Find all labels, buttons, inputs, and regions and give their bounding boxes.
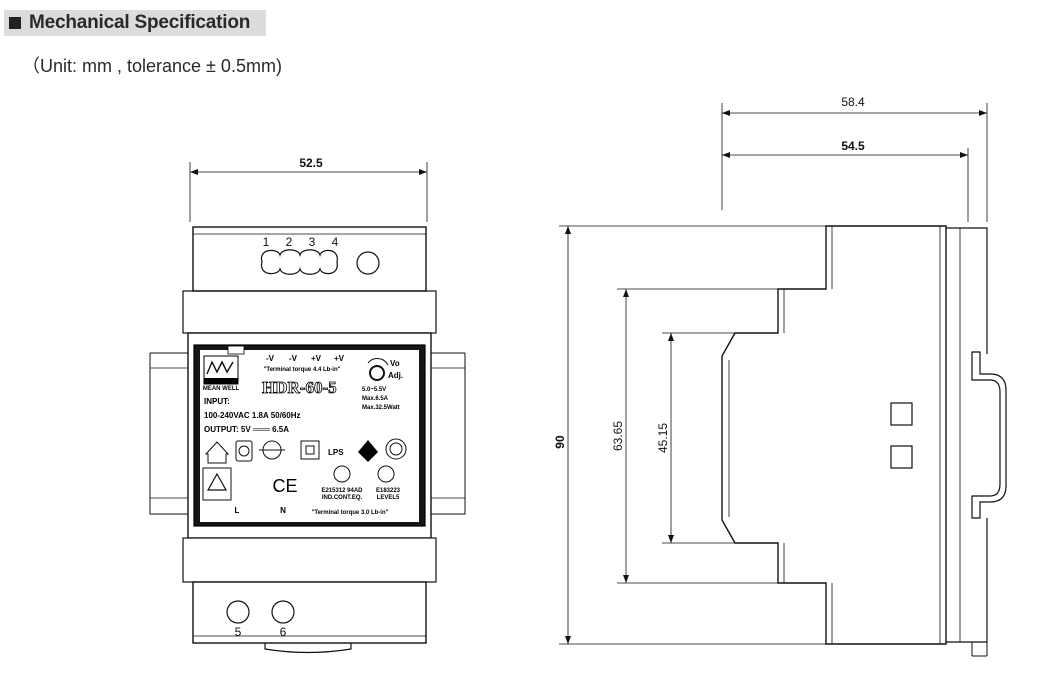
product-label [193,344,426,527]
label-ul-cont: IND.CONT.EQ. [322,495,363,501]
arrow-icon [190,169,198,175]
unit-note: （Unit: mm , tolerance ± 0.5mm) [22,56,282,76]
arrow-icon [668,535,674,543]
terminal-label-5: 5 [235,625,242,639]
fuse-icon [235,440,253,462]
label-lps: LPS [328,448,344,457]
arrow-icon [565,226,571,234]
din-clip [264,643,352,654]
label-torque-top: "Terminal torque 4.4 Lb-in" [264,367,341,373]
arrow-icon [668,333,674,341]
label-term-4: +V [334,354,345,363]
arrow-icon [979,110,987,116]
arrow-icon [722,152,730,158]
label-torque-bottom: "Terminal torque 3.0 Lb-in" [312,510,389,516]
side-view [559,103,1007,657]
label-ul-file: E215312 94AD [321,488,363,494]
indoor-use-icon [204,441,230,464]
cert-box-icon [202,467,232,501]
height-label: 90 [553,435,567,449]
label-ul-level: LEVEL5 [377,495,400,501]
label-adj: Adj. [388,371,403,380]
label-term-3: +V [311,354,322,363]
side-profile [721,225,947,645]
arrow-icon [623,289,629,297]
arrow-icon [565,636,571,644]
terminal-6 [271,600,295,624]
label-input-spec: 100-240VAC 1.8A 50/60Hz [204,411,301,420]
header-bullet-icon [9,17,21,29]
label-n: N [280,506,286,515]
ce-mark: CE [272,476,297,496]
arrow-icon [960,152,968,158]
side-vent [890,445,913,469]
ul-recognized-icon [377,465,395,483]
rcm-mark-icon [358,440,378,462]
front-width-label: 52.5 [299,156,323,170]
height-mid-label: 63.65 [611,421,625,451]
label-output-spec: OUTPUT: 5V ═══ 6.5A [204,425,289,434]
front-bottom-housing [192,581,427,644]
top-terminal-block [260,249,338,275]
label-term-1: -V [266,354,275,363]
height-inner-label: 45.15 [656,423,670,453]
depth-body-label: 54.5 [841,139,865,153]
label-term-2: -V [289,354,298,363]
terminal-label-1: 1 [263,235,270,249]
label-ul-file2: E183223 [376,488,401,494]
ul-mark-icon [333,465,351,483]
arrow-icon [623,575,629,583]
side-vent [890,402,913,426]
label-spec-max-a: Max.6.5A [362,396,389,402]
vo-adjust-knob [369,365,385,381]
terminal-5 [226,600,250,624]
section-title: Mechanical Specification [29,12,251,33]
front-shoulder-top [182,290,437,334]
terminal-label-2: 2 [286,235,293,249]
label-model: HDR-60-5 [262,378,337,397]
label-brand: MEAN WELL [203,386,240,392]
label-l: L [235,506,240,515]
label-vo: Vo [390,359,400,368]
terminal-label-4: 4 [332,235,339,249]
arrow-icon [722,110,730,116]
terminal-label-3: 3 [309,235,316,249]
energy-level-icon [385,438,407,460]
depth-total-label: 58.4 [841,95,865,109]
label-spec-range: 5.0~5.5V [362,387,386,393]
terminal-label-6: 6 [280,625,287,639]
double-insulation-icon [300,440,320,460]
arrow-icon [419,169,427,175]
din-rail-clip [971,351,1007,519]
label-input-title: INPUT: [204,397,230,406]
top-adj-hole [356,251,380,275]
front-shoulder-bottom [182,537,437,583]
back-plate [946,227,988,643]
section-header: Mechanical Specification [4,10,266,36]
label-spec-max-w: Max.32.5Watt [362,405,400,411]
